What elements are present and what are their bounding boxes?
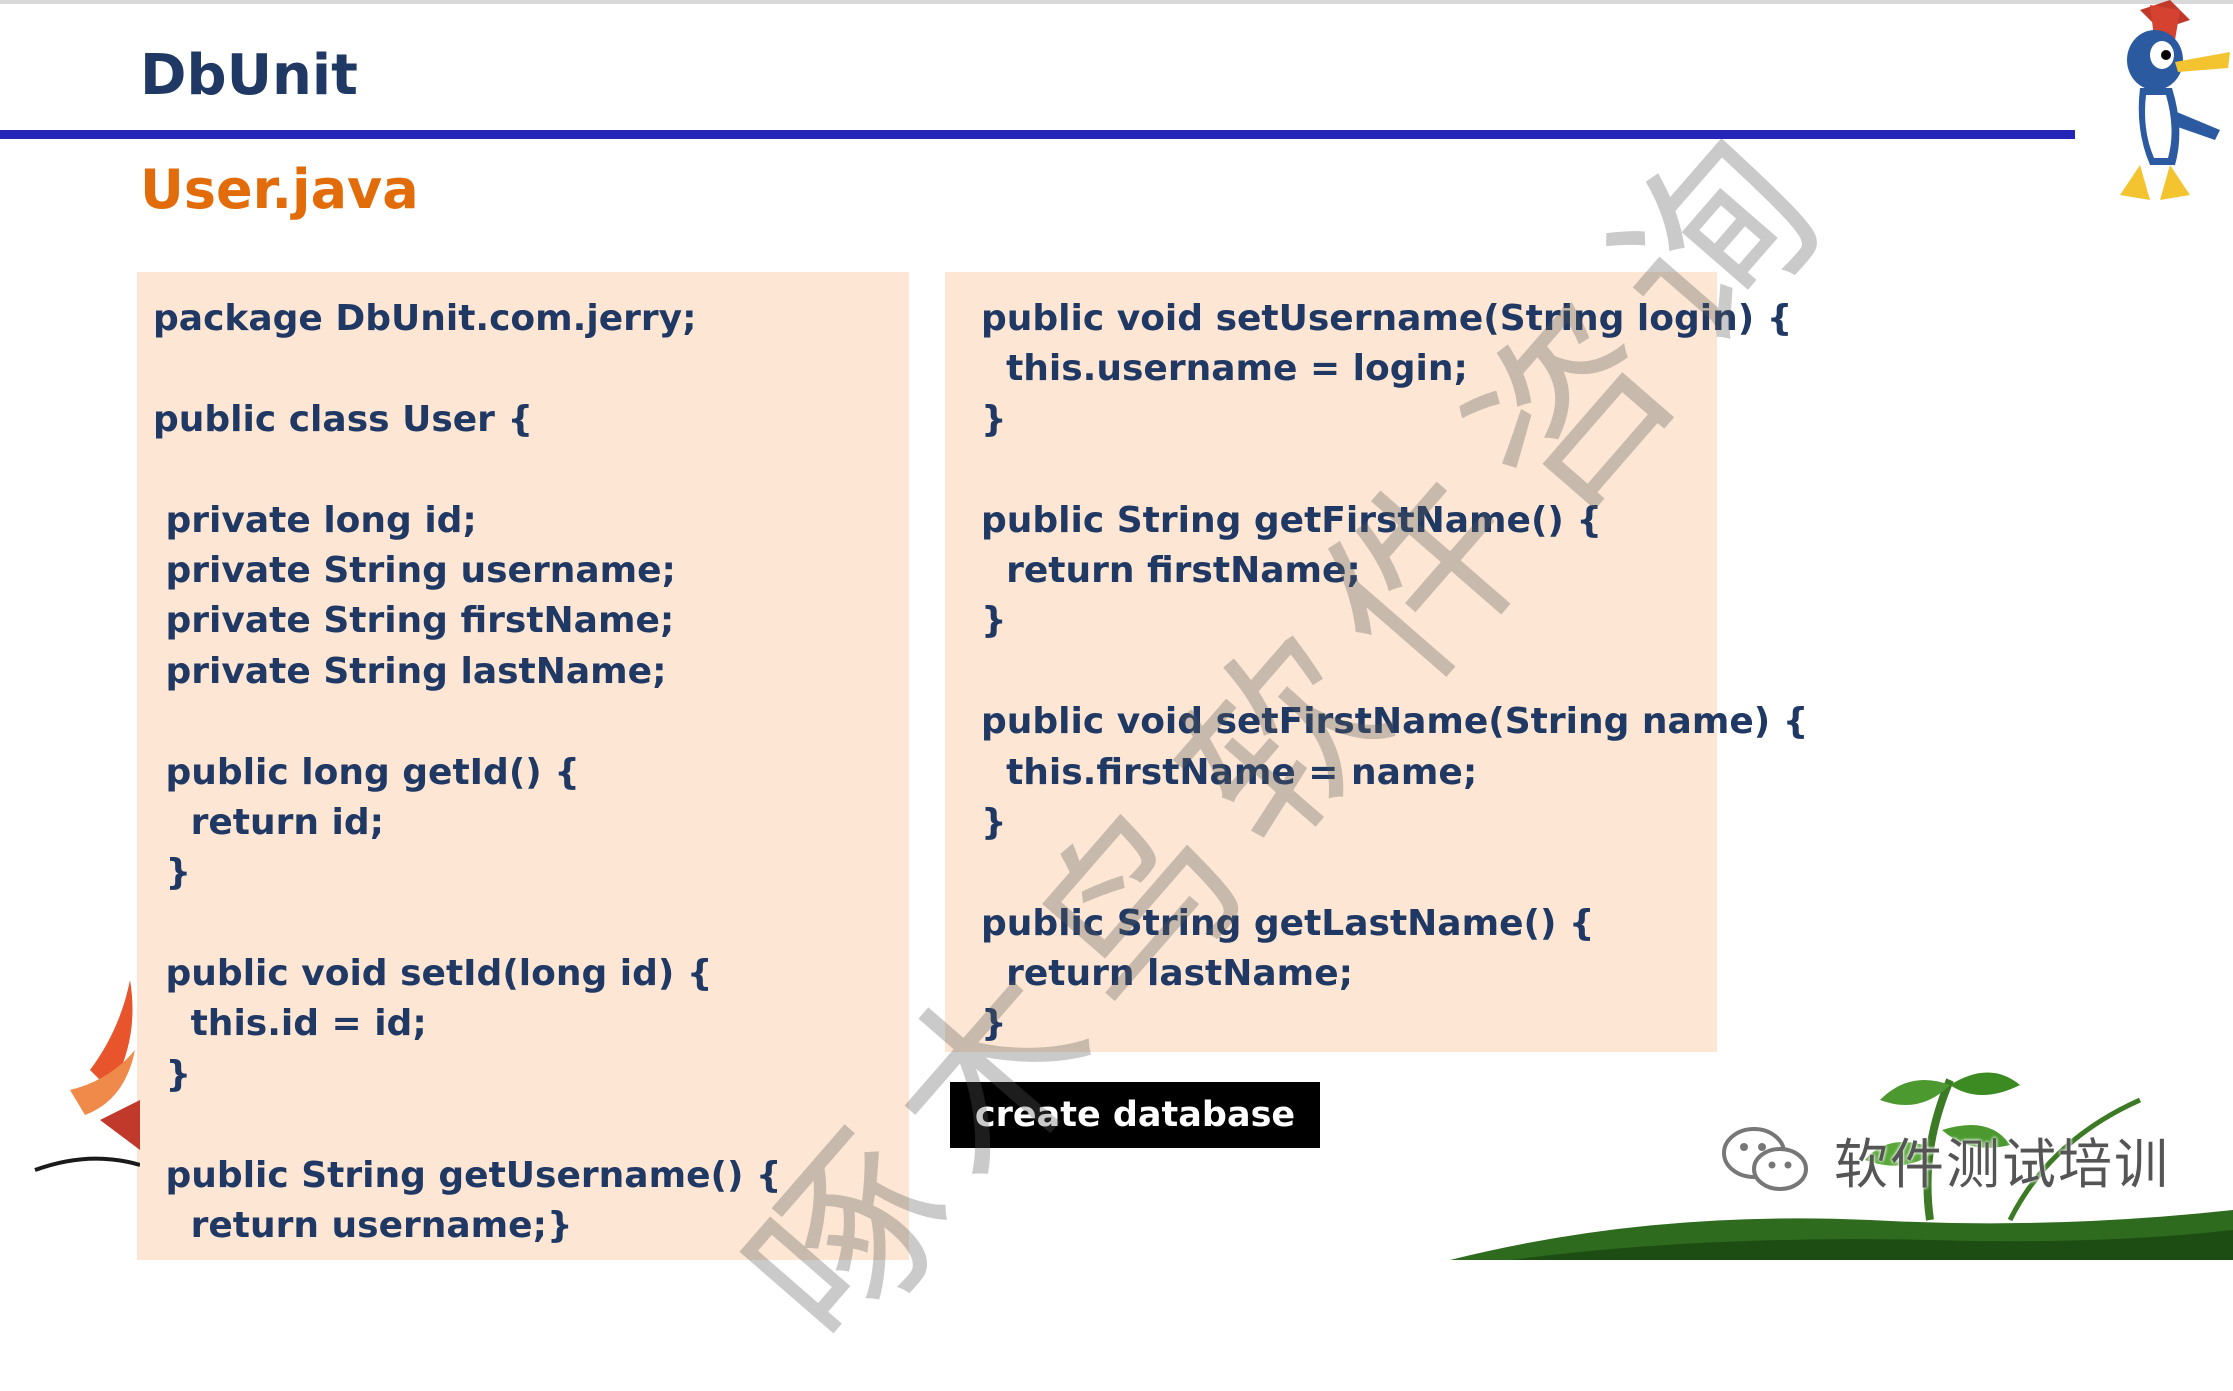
code-line — [153, 344, 909, 394]
code-line: public String getLastName() { — [981, 902, 1595, 944]
code-line — [153, 445, 909, 495]
code-line: this.username = login; — [981, 348, 1468, 390]
code-line: public void setId(long id) { — [153, 953, 713, 995]
code-line: return username;} — [153, 1205, 573, 1247]
code-line: public class User { — [153, 398, 534, 440]
top-border — [0, 0, 2233, 4]
code-line: this.firstName = name; — [981, 751, 1478, 793]
code-line: private long id; — [153, 499, 477, 541]
woodpecker-mascot-icon — [2120, 0, 2230, 200]
code-line: return firstName; — [981, 549, 1361, 591]
code-line: return lastName; — [981, 953, 1354, 995]
wechat-label: 软件测试培训 — [1834, 1133, 2170, 1196]
code-line: this.id = id; — [153, 1003, 427, 1045]
code-line: package DbUnit.com.jerry; — [153, 298, 697, 339]
code-line: private String username; — [153, 549, 676, 591]
code-line: } — [153, 1053, 192, 1095]
code-line — [981, 647, 1717, 697]
code-line: return id; — [153, 801, 385, 843]
code-line: public String getFirstName() { — [981, 499, 1603, 541]
code-line: private String firstName; — [153, 600, 675, 642]
code-line — [981, 445, 1717, 495]
code-panel-left: package DbUnit.com.jerry; public class U… — [137, 272, 909, 1260]
code-line: } — [981, 600, 1007, 642]
code-line: } — [153, 852, 192, 894]
code-line — [153, 899, 909, 949]
plant-icon — [1450, 1072, 2233, 1260]
code-line: private String lastName; — [153, 650, 667, 692]
slide-title: DbUnit — [140, 43, 358, 108]
code-line: public long getId() { — [153, 751, 580, 793]
code-line: } — [981, 398, 1007, 440]
code-line: public void setFirstName(String name) { — [981, 701, 1809, 743]
command-label: create database hr — [950, 1082, 1320, 1201]
code-line — [981, 848, 1717, 898]
code-line: public String getUsername() { — [153, 1154, 782, 1196]
wechat-icon — [1722, 1126, 1808, 1191]
code-line: } — [981, 801, 1007, 843]
code-line — [153, 1100, 909, 1150]
code-panel-right: public void setUsername(String login) { … — [945, 272, 1809, 1052]
code-line: } — [981, 1003, 1007, 1045]
slide-subtitle: User.java — [140, 158, 419, 221]
flower-icon — [34, 980, 140, 1172]
title-divider — [0, 130, 2075, 139]
code-line — [153, 697, 909, 747]
wechat-badge: 软件测试培训 — [1720, 1120, 2170, 1199]
code-line: public void setUsername(String login) { — [981, 298, 1793, 339]
